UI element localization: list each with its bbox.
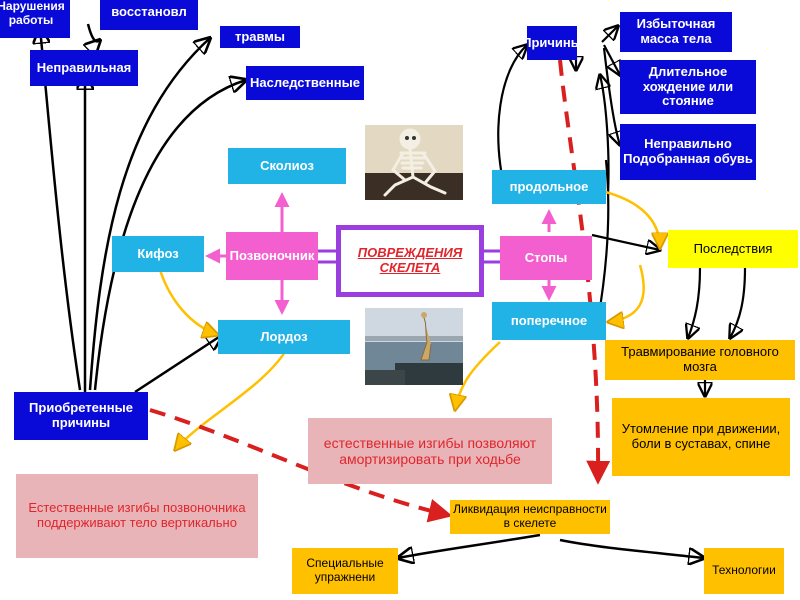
consequences-label: Последствия bbox=[693, 240, 773, 256]
exercises-label: Специальные упражнени bbox=[306, 556, 384, 584]
wrong-label: Неправильная bbox=[36, 59, 132, 75]
fatigue-label: Утомление при движении, боли в суставах,… bbox=[621, 421, 781, 451]
lordosis-box: Лордоз bbox=[218, 320, 350, 354]
center-box: ПОВРЕЖДЕНИЯ СКЕЛЕТА bbox=[336, 225, 484, 297]
acquired-causes-label: Приобретенные причины bbox=[29, 400, 133, 430]
feet-box: Стопы bbox=[500, 236, 592, 280]
feet-label: Стопы bbox=[524, 249, 568, 265]
spine-label: Позвоночник bbox=[229, 247, 315, 263]
recovery-label: восстановл bbox=[111, 3, 187, 19]
longitudinal-label: продольное bbox=[509, 178, 589, 194]
injuries-box: травмы bbox=[220, 26, 300, 48]
consequences-box: Последствия bbox=[668, 230, 798, 268]
causes-box: Причины bbox=[527, 26, 577, 60]
arrows-yellow bbox=[158, 188, 660, 450]
wrong-shoes-box: Неправильно Подобранная обувь bbox=[620, 124, 756, 180]
lordosis-label: Лордоз bbox=[260, 328, 308, 344]
skeleton-photo bbox=[365, 125, 463, 200]
long-walking-box: Длительное хождение или стояние bbox=[620, 60, 756, 114]
hereditary-label: Наследственные bbox=[250, 74, 360, 90]
technologies-box: Технологии bbox=[704, 548, 784, 594]
brain-trauma-label: Травмирование головного мозга bbox=[621, 344, 779, 374]
arrows-pink bbox=[205, 192, 557, 315]
brain-trauma-box: Травмирование головного мозга bbox=[605, 340, 795, 380]
natural-spine-label: Естественные изгибы позвоночника поддерж… bbox=[28, 500, 246, 530]
causes-label: Причины bbox=[527, 34, 577, 50]
elimination-label: Ликвидация неисправности в скелете bbox=[453, 502, 607, 530]
scoliosis-label: Сколиоз bbox=[260, 157, 314, 173]
natural-feet-label: естественные изгибы позволяют амортизиро… bbox=[323, 434, 537, 467]
scoliosis-box: Сколиоз bbox=[228, 148, 346, 184]
spine-box: Позвоночник bbox=[226, 232, 318, 280]
natural-feet-box: естественные изгибы позволяют амортизиро… bbox=[308, 418, 552, 484]
hereditary-box: Наследственные bbox=[246, 66, 364, 100]
technologies-label: Технологии bbox=[712, 563, 776, 578]
center-label: ПОВРЕЖДЕНИЯ СКЕЛЕТА bbox=[357, 245, 463, 275]
transverse-box: поперечное bbox=[492, 302, 606, 340]
exercises-box: Специальные упражнени bbox=[292, 548, 398, 594]
injuries-label: травмы bbox=[234, 28, 286, 44]
disorders-label: Нарушения работы bbox=[0, 0, 65, 27]
elimination-box: Ликвидация неисправности в скелете bbox=[450, 500, 610, 534]
recovery-box: восстановл bbox=[100, 0, 198, 30]
disorders-box: Нарушения работы bbox=[0, 0, 70, 38]
beach-statue-photo bbox=[365, 308, 463, 385]
long-walking-label: Длительное хождение или стояние bbox=[642, 63, 734, 109]
kyphosis-box: Кифоз bbox=[112, 236, 204, 272]
acquired-causes-box: Приобретенные причины bbox=[14, 392, 148, 440]
natural-spine-box: Естественные изгибы позвоночника поддерж… bbox=[16, 474, 258, 558]
overweight-box: Избыточная масса тела bbox=[620, 12, 732, 52]
overweight-label: Избыточная масса тела bbox=[636, 16, 716, 46]
arrows-red-dashed bbox=[149, 59, 611, 523]
wrong-box: Неправильная bbox=[30, 50, 138, 86]
kyphosis-label: Кифоз bbox=[137, 245, 179, 261]
arrows-elimination bbox=[398, 533, 704, 558]
fatigue-box: Утомление при движении, боли в суставах,… bbox=[612, 398, 790, 476]
longitudinal-box: продольное bbox=[492, 170, 606, 204]
transverse-label: поперечное bbox=[510, 312, 588, 328]
wrong-shoes-label: Неправильно Подобранная обувь bbox=[623, 136, 753, 166]
arrows-purple bbox=[317, 249, 500, 264]
